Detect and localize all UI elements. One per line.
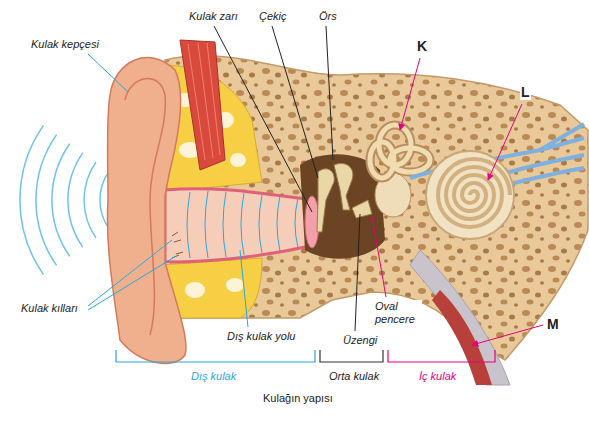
callout-letter: M	[546, 316, 560, 332]
muscle-fibres	[188, 43, 220, 160]
stapes	[352, 200, 372, 218]
ear-hairs	[172, 232, 183, 258]
part-label: Örs	[318, 10, 338, 23]
part-label: Kulak kepçesi	[30, 38, 100, 51]
semicircular-canals	[370, 125, 430, 178]
sound-waves	[20, 125, 109, 274]
cochlea	[426, 151, 514, 239]
part-label: Kulak kılları	[20, 302, 79, 315]
canal-waves	[187, 191, 298, 258]
part-label: Üzengi	[342, 334, 378, 347]
middle-ear-bracket	[320, 350, 383, 362]
part-label: Kulak zarı	[188, 10, 239, 23]
region-label: Dış kulak	[190, 370, 237, 383]
inner-ear-bracket	[388, 350, 495, 362]
region-label: İç kulak	[418, 370, 457, 383]
leader-lines	[88, 26, 543, 345]
incus	[334, 163, 353, 210]
pinna	[107, 58, 186, 364]
pinna-fold	[125, 79, 165, 335]
part-label: Dış kulak yolu	[226, 330, 296, 343]
cochlea-spiral	[438, 159, 510, 227]
callout-letter: K	[416, 38, 428, 54]
malleus	[317, 169, 334, 232]
figure-caption: Kulağın yapısı	[262, 392, 334, 405]
part-label: Oval pencere	[374, 300, 422, 326]
part-label: Çekiç	[258, 10, 288, 23]
outer-ear-bracket	[116, 350, 315, 362]
muscle	[180, 40, 225, 170]
region-label: Orta kulak	[328, 370, 380, 383]
callout-letter: L	[520, 84, 531, 100]
tube-layer	[410, 250, 510, 385]
